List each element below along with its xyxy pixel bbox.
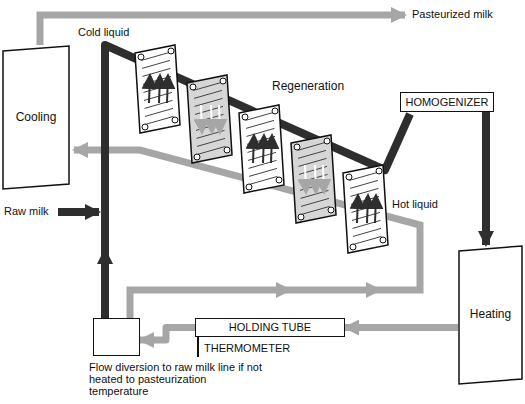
- plate-port: [376, 168, 382, 174]
- flow-direction-arrow: [211, 105, 212, 133]
- plate-corrugation: [143, 68, 171, 76]
- flow-arrow: [340, 290, 380, 291]
- node-label: HOMOGENIZER: [405, 96, 488, 109]
- text-label: Cold liquid: [78, 26, 129, 39]
- flow-direction-arrow: [149, 75, 150, 103]
- plate-corrugation: [142, 52, 170, 60]
- plate-outline: [343, 165, 388, 253]
- plate-corrugation: [302, 206, 330, 214]
- plate-corrugation: [197, 138, 225, 146]
- plate-port: [172, 117, 178, 123]
- plate-corrugation: [246, 112, 274, 120]
- heat-exchanger-plate: [135, 45, 180, 133]
- cold-liquid-pipe: [105, 45, 410, 318]
- plate-corrugation: [145, 108, 173, 116]
- plate-corrugation: [198, 146, 226, 154]
- flow-arrow: [250, 290, 290, 291]
- plate-corrugation: [298, 142, 326, 150]
- plate-corrugation: [194, 82, 222, 90]
- plate-corrugation: [250, 176, 278, 184]
- plate-port: [298, 214, 304, 220]
- plate-corrugation: [353, 228, 381, 236]
- cooling-unit: Cooling: [2, 45, 70, 190]
- unit-shape: [3, 46, 69, 189]
- flow-direction-arrow: [357, 195, 358, 223]
- heat-exchanger-plate: [291, 135, 336, 223]
- heat-exchanger-plate: [239, 105, 284, 193]
- plate-corrugation: [350, 172, 378, 180]
- plate-outline: [291, 135, 336, 223]
- plate-port: [242, 114, 248, 120]
- flow-direction-arrow: [315, 165, 316, 193]
- plate-corrugation: [146, 116, 174, 124]
- flow-direction-arrow: [253, 135, 254, 163]
- plate-corrugation: [351, 188, 379, 196]
- plate-corrugation: [298, 150, 326, 158]
- node-label: Cooling: [16, 111, 57, 125]
- plate-corrugation: [354, 236, 382, 244]
- plate-corrugation: [194, 90, 222, 98]
- plate-corrugation: [350, 180, 378, 188]
- flow-direction-arrow: [323, 165, 324, 193]
- plate-port: [194, 154, 200, 160]
- regeneration-plates: [135, 45, 388, 253]
- pipe-connector: [140, 328, 195, 341]
- flow-arrow: [105, 250, 106, 280]
- plate-corrugation: [249, 168, 277, 176]
- flow-direction-arrow: [219, 105, 220, 133]
- plate-corrugation: [142, 60, 170, 68]
- plate-port: [324, 138, 330, 144]
- flow-direction-arrow: [167, 75, 168, 103]
- homogenizer-box: HOMOGENIZER: [400, 92, 494, 112]
- text-label: Pasteurized milk: [412, 8, 493, 21]
- node-label: HOLDING TUBE: [229, 321, 311, 334]
- flow-direction-arrow: [305, 165, 306, 193]
- text-label: THERMOMETER: [204, 342, 290, 355]
- node-label: Heating: [470, 308, 511, 322]
- heat-exchanger-plate: [343, 165, 388, 253]
- plate-outline: [187, 75, 232, 163]
- plate-outline: [239, 105, 284, 193]
- pasteurized-milk-pipe: [40, 15, 405, 45]
- plate-port: [294, 144, 300, 150]
- thermometer-stem: [197, 337, 199, 357]
- flow-direction-arrow: [201, 105, 202, 133]
- flow-direction-arrow: [271, 135, 272, 163]
- holding-tube: HOLDING TUBE: [195, 318, 345, 337]
- plate-port: [272, 108, 278, 114]
- plate-port: [138, 54, 144, 60]
- flow-direction-arrow: [375, 195, 376, 223]
- plate-port: [328, 207, 334, 213]
- plate-corrugation: [247, 128, 275, 136]
- heat-exchanger-plate: [187, 75, 232, 163]
- raw-milk-pipe: [58, 208, 99, 216]
- plate-port: [246, 184, 252, 190]
- plate-corrugation: [301, 198, 329, 206]
- plate-port: [190, 84, 196, 90]
- plate-port: [346, 174, 352, 180]
- pipe-connector: [482, 112, 490, 245]
- flow-direction-arrow: [263, 135, 264, 163]
- plate-port: [380, 237, 386, 243]
- node-caption: Flow diversion to raw milk line if not h…: [89, 361, 267, 397]
- text-label: Regeneration: [272, 80, 344, 94]
- text-label: Raw milk: [4, 205, 49, 218]
- plate-port: [224, 147, 230, 153]
- plate-outline: [135, 45, 180, 133]
- plate-port: [276, 177, 282, 183]
- plate-port: [168, 48, 174, 54]
- heating-unit: Heating: [458, 245, 523, 385]
- flow-direction-arrow: [159, 75, 160, 103]
- plate-port: [220, 78, 226, 84]
- plate-port: [350, 244, 356, 250]
- flow-diversion-valve: Flow diversion to raw milk line if not h…: [93, 318, 140, 356]
- pipe-connector: [345, 324, 458, 331]
- text-label: Hot liquid: [392, 198, 438, 211]
- unit-shape: [459, 246, 522, 384]
- plate-corrugation: [246, 120, 274, 128]
- plate-port: [142, 124, 148, 130]
- flow-direction-arrow: [367, 195, 368, 223]
